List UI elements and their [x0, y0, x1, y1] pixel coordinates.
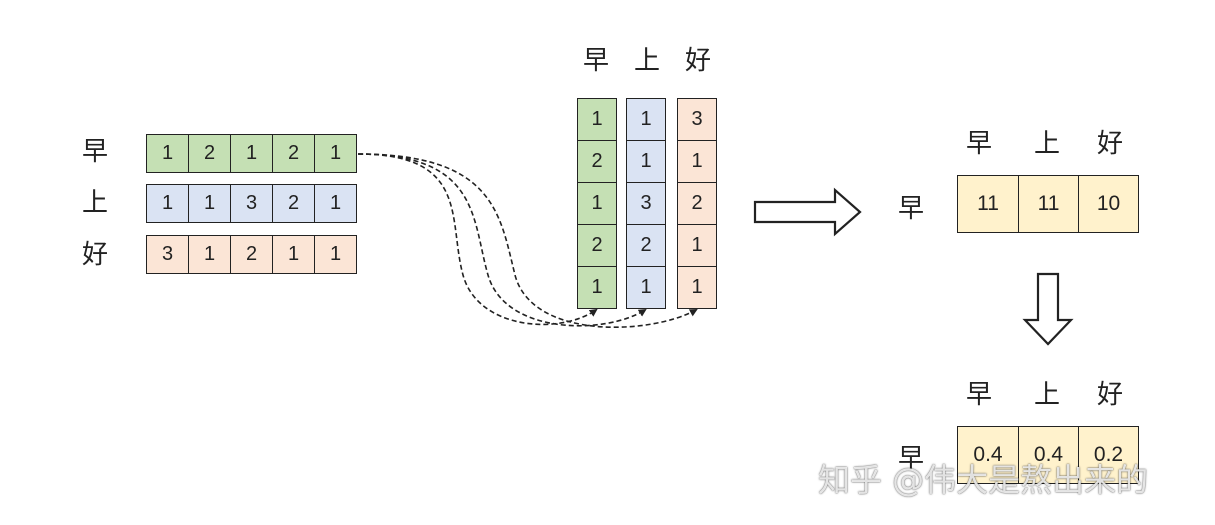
row-label-shang: 上	[82, 188, 109, 218]
col-cell: 1	[577, 266, 617, 309]
row-cell: 1	[272, 235, 315, 274]
col-cell: 3	[626, 182, 666, 225]
norm-col-label-zao: 早	[966, 380, 993, 410]
score-col-label-hao: 好	[1097, 129, 1124, 159]
down-arrow-icon	[1022, 272, 1074, 346]
row-label-hao: 好	[82, 240, 109, 270]
score-col-label-zao: 早	[966, 129, 993, 159]
norm-cell: 0.4	[957, 426, 1019, 484]
col-cell: 1	[677, 140, 717, 183]
row-cell: 2	[272, 184, 315, 223]
col-cell: 2	[577, 140, 617, 183]
score-row-label: 早	[898, 194, 925, 224]
row-cell: 1	[314, 134, 357, 173]
dashed-curve-to-hao	[357, 153, 698, 328]
row-cell: 1	[188, 184, 231, 223]
dashed-curve-to-zao	[357, 153, 598, 326]
row-label-zao: 早	[82, 137, 109, 167]
dashed-curve-to-shang	[357, 153, 647, 327]
norm-cell: 0.2	[1078, 426, 1139, 484]
row-cell: 2	[188, 134, 231, 173]
row-cell: 1	[314, 235, 357, 274]
right-arrow-icon	[753, 187, 862, 237]
norm-col-label-shang: 上	[1034, 380, 1061, 410]
row-cell: 3	[230, 184, 273, 223]
score-cell: 11	[957, 175, 1019, 233]
col-label-hao: 好	[685, 46, 712, 76]
col-label-shang: 上	[634, 46, 661, 76]
col-label-zao: 早	[583, 46, 610, 76]
score-col-label-shang: 上	[1034, 129, 1061, 159]
norm-row-label: 早	[898, 444, 925, 474]
norm-col-label-hao: 好	[1097, 380, 1124, 410]
row-cell: 2	[272, 134, 315, 173]
watermark: 知乎 @伟大是熬出来的	[818, 461, 1149, 499]
score-cell: 10	[1078, 175, 1139, 233]
row-cell: 3	[146, 235, 189, 274]
col-cell: 1	[677, 266, 717, 309]
row-cell: 1	[314, 184, 357, 223]
col-cell: 1	[626, 266, 666, 309]
score-cell: 11	[1018, 175, 1079, 233]
row-cell: 1	[146, 184, 189, 223]
col-cell: 1	[626, 140, 666, 183]
col-cell: 1	[577, 182, 617, 225]
col-cell: 2	[577, 224, 617, 267]
row-cell: 2	[230, 235, 273, 274]
